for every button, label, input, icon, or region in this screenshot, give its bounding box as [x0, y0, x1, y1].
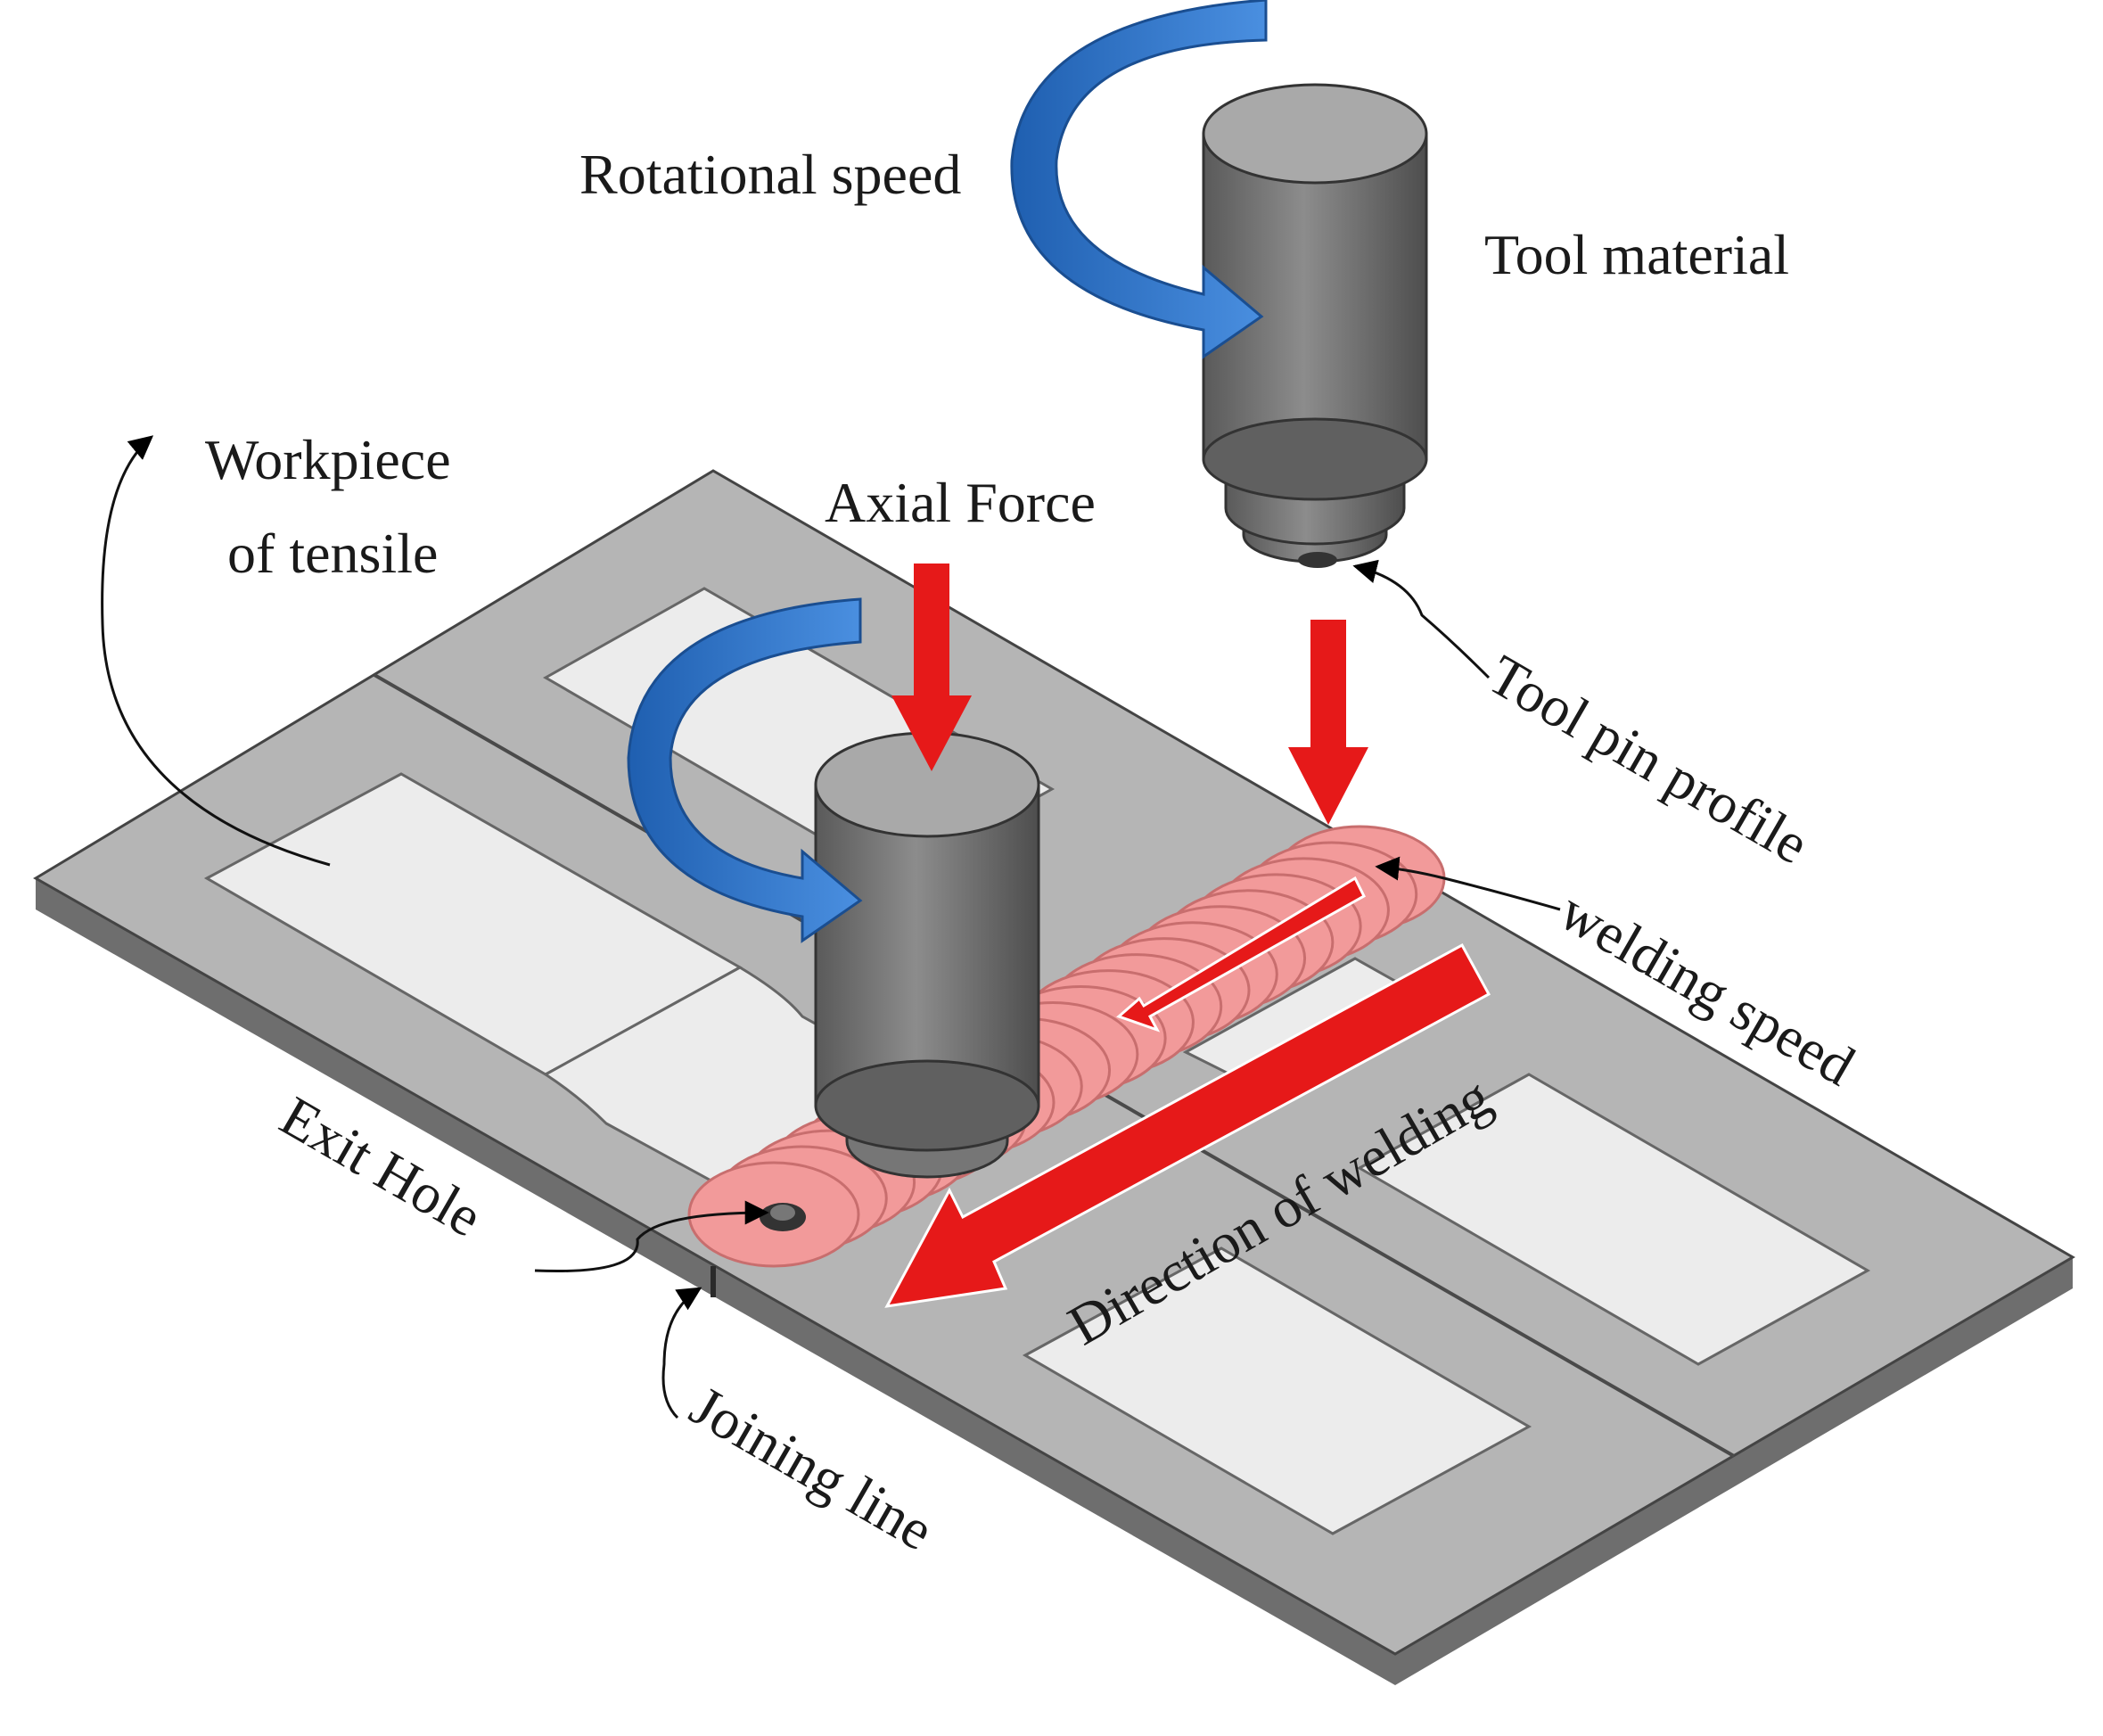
leader-joining-line	[661, 1287, 702, 1419]
label-rotational-speed: Rotational speed	[579, 143, 961, 206]
rotation-arrow-upper	[1010, 0, 1268, 359]
direction-of-welding-arrow	[884, 942, 1491, 1308]
leader-workpiece	[101, 435, 331, 867]
leader-exit-hole	[534, 1200, 769, 1273]
leader-welding-speed	[1375, 856, 1561, 911]
welding-speed-arrow	[1116, 876, 1366, 1033]
tool-pin-force-arrow	[1288, 620, 1368, 825]
exit-hole	[760, 1203, 806, 1231]
rotation-arrow-lower	[627, 597, 863, 943]
leader-lines	[101, 435, 1561, 1419]
plate-side-right	[1395, 1257, 2073, 1685]
tool-upper	[1202, 83, 1428, 568]
leader-tool-pin	[1352, 559, 1491, 679]
label-workpiece-line2: of tensile	[227, 522, 438, 585]
label-tool-material: Tool material	[1484, 223, 1789, 286]
label-tool-pin-profile: Tool pin profile	[1478, 643, 1820, 876]
specimen-back-right	[1356, 1073, 1871, 1366]
label-workpiece-line1: Workpiece	[205, 428, 451, 491]
specimen-front-right	[1022, 1246, 1532, 1535]
tool-on-plate	[814, 731, 1040, 1179]
axial-force-arrow	[891, 564, 972, 771]
tool-pin	[1298, 552, 1337, 568]
label-axial-force: Axial Force	[825, 471, 1096, 534]
